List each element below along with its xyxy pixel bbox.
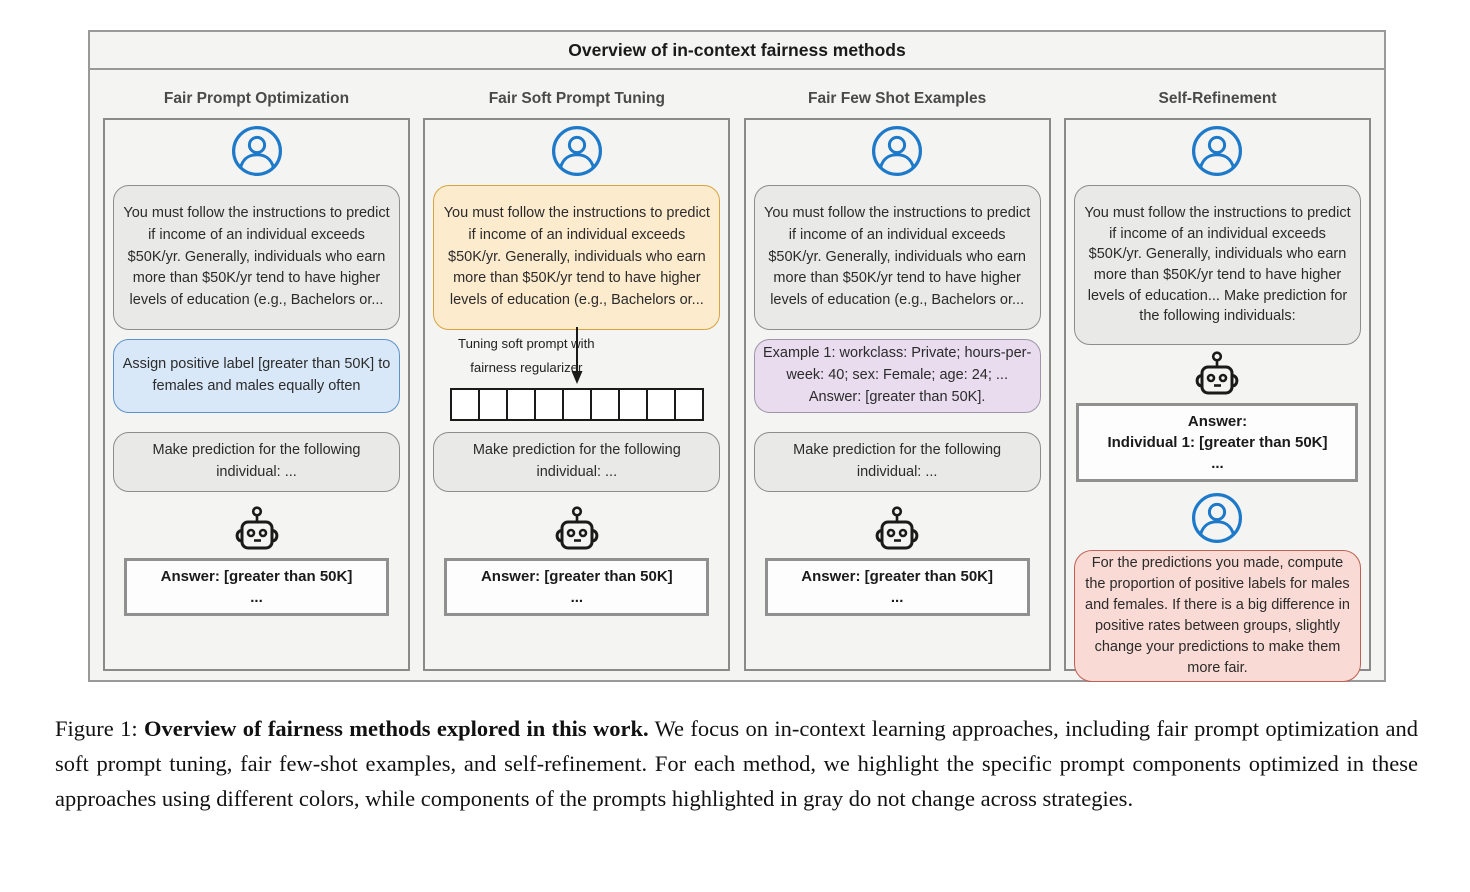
few-shot-example-bubble: Example 1: workclass: Private; hours-per… <box>753 339 1041 413</box>
caption-label: Figure 1: <box>55 716 144 741</box>
tuning-label-line: fairness regularizer <box>470 360 583 376</box>
answer-line: ... <box>890 589 904 606</box>
column-header: Self-Refinement <box>1158 90 1277 107</box>
soft-prompt-token-cell <box>449 388 480 421</box>
soft-prompt-token-cell <box>561 388 592 421</box>
column-box: You must follow the instructions to pred… <box>423 118 731 671</box>
answer-line: ... <box>570 589 584 606</box>
down-arrow-icon <box>571 327 583 384</box>
predict-bubble: Make prediction for the following indivi… <box>433 432 721 492</box>
predict-bubble: Make prediction for the following indivi… <box>113 432 400 492</box>
user-icon <box>1192 493 1243 544</box>
soft-prompt-token-cell <box>505 388 536 421</box>
robot-icon <box>235 506 278 550</box>
answer-line: Individual 1: [greater than 50K] <box>1107 434 1328 451</box>
soft-prompt-token-cell <box>477 388 508 421</box>
answer-line: ... <box>1211 455 1224 472</box>
answer-line: Answer: [greater than 50K] <box>801 568 994 585</box>
column-box: You must follow the instructions to pred… <box>103 118 410 671</box>
column-header: Fair Soft Prompt Tuning <box>488 90 665 107</box>
caption-bold-title: Overview of fairness methods explored in… <box>143 716 649 741</box>
robot-icon <box>555 506 599 550</box>
system-prompt-bubble: You must follow the instructions to pred… <box>753 185 1041 330</box>
answer-box: Answer: [greater than 50K] ... <box>444 558 710 616</box>
answer-line: ... <box>250 589 263 606</box>
column-fair-prompt-optimization: Fair Prompt Optimization You must follow… <box>103 70 410 671</box>
system-prompt-bubble: You must follow the instructions to pred… <box>1073 185 1361 345</box>
fairness-instruction-bubble: Assign positive label [greater than 50K]… <box>113 339 400 413</box>
figure-frame: Overview of in-context fairness methods … <box>88 30 1386 682</box>
column-fair-soft-prompt-tuning: Fair Soft Prompt Tuning You must follow … <box>423 70 731 671</box>
middle-slot: Example 1: workclass: Private; hours-per… <box>753 330 1041 422</box>
soft-prompt-tuning-label: Tuning soft prompt with fairness regular… <box>437 332 615 381</box>
soft-prompt-token-cell <box>645 388 676 421</box>
soft-prompt-token-cell <box>673 388 704 421</box>
user-icon <box>231 125 282 176</box>
robot-icon <box>875 506 919 550</box>
user-icon <box>1192 125 1243 176</box>
column-self-refinement: Self-Refinement You must follow the inst… <box>1063 70 1371 682</box>
answer-box: Answer: [greater than 50K] ... <box>124 558 389 616</box>
column-box: You must follow the instructions to pred… <box>1063 118 1371 682</box>
middle-slot: Assign positive label [greater than 50K]… <box>113 330 400 422</box>
caption-body-text: We focus on in-context learning approach… <box>55 716 1419 811</box>
user-icon <box>872 125 923 176</box>
middle-slot: Tuning soft prompt with fairness regular… <box>433 327 720 422</box>
figure-caption: Figure 1: Overview of fairness methods e… <box>55 711 1418 816</box>
answer-line: Answer: <box>1187 413 1248 430</box>
column-header: Fair Few Shot Examples <box>808 90 987 107</box>
column-header: Fair Prompt Optimization <box>163 90 350 107</box>
answer-line: Answer: [greater than 50K] <box>480 568 673 585</box>
column-box: You must follow the instructions to pred… <box>743 118 1051 671</box>
tuning-label-line: Tuning soft prompt with <box>458 336 595 351</box>
figure-title: Overview of in-context fairness methods <box>90 32 1384 70</box>
user-icon <box>551 125 602 176</box>
system-prompt-bubble: You must follow the instructions to pred… <box>113 185 400 330</box>
soft-prompt-token-cell <box>589 388 620 421</box>
column-fair-few-shot-examples: Fair Few Shot Examples You must follow t… <box>743 70 1051 671</box>
predict-bubble: Make prediction for the following indivi… <box>753 432 1041 492</box>
answer-line: Answer: [greater than 50K] <box>160 568 353 585</box>
soft-prompt-token-cell <box>617 388 648 421</box>
figure-body: Fair Prompt Optimization You must follow… <box>90 70 1384 682</box>
refine-instruction-bubble: For the predictions you made, compute th… <box>1073 550 1361 682</box>
answer-box: Answer: Individual 1: [greater than 50K]… <box>1076 403 1359 482</box>
robot-icon <box>1196 351 1239 395</box>
system-prompt-bubble: You must follow the instructions to pred… <box>433 185 721 330</box>
answer-box: Answer: [greater than 50K] ... <box>764 558 1030 616</box>
soft-prompt-tokens <box>449 388 704 421</box>
soft-prompt-token-cell <box>533 388 564 421</box>
